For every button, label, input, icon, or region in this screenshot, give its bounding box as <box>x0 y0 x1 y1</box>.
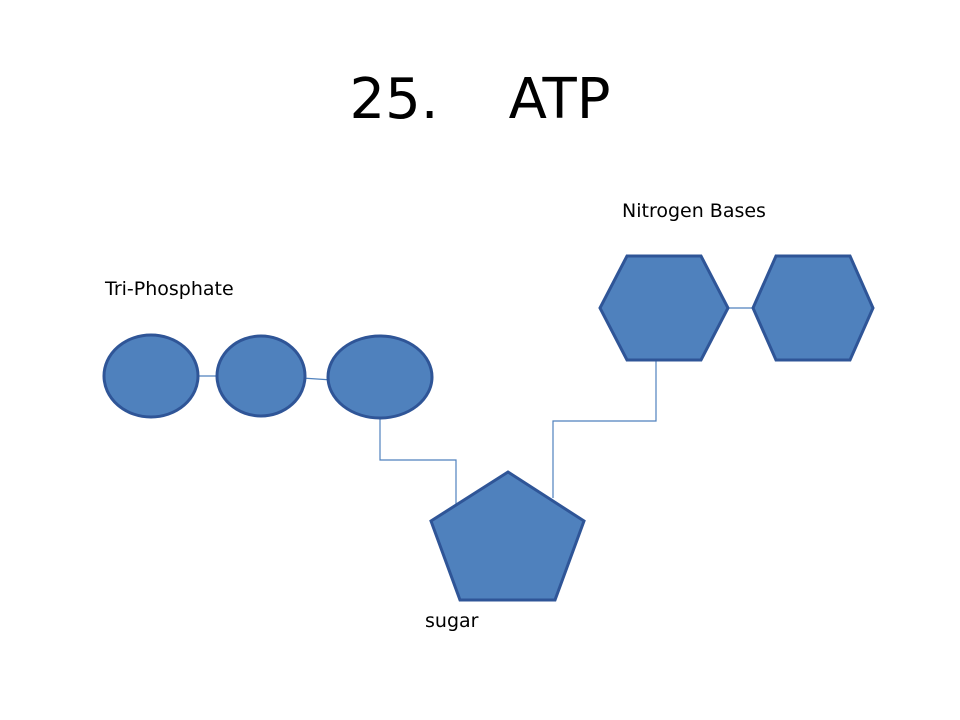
label-sugar: sugar <box>425 610 479 632</box>
title-number: 25. <box>349 67 439 132</box>
phosphate-sugar-link <box>379 418 457 505</box>
slide-title: 25. ATP <box>0 60 960 140</box>
phosphate-circle-3 <box>326 334 434 420</box>
sugar-pentagon <box>429 470 586 602</box>
sugar-base-link <box>552 340 657 498</box>
nitrogen-base-hexagon-1 <box>598 254 730 362</box>
phosphate-circle-2 <box>215 334 307 418</box>
label-nitrogen-bases: Nitrogen Bases <box>622 200 766 222</box>
title-text: ATP <box>508 67 611 132</box>
nitrogen-base-hexagon-2 <box>751 254 875 362</box>
phosphate-circle-1 <box>102 333 200 419</box>
label-triphosphate: Tri-Phosphate <box>105 278 234 300</box>
